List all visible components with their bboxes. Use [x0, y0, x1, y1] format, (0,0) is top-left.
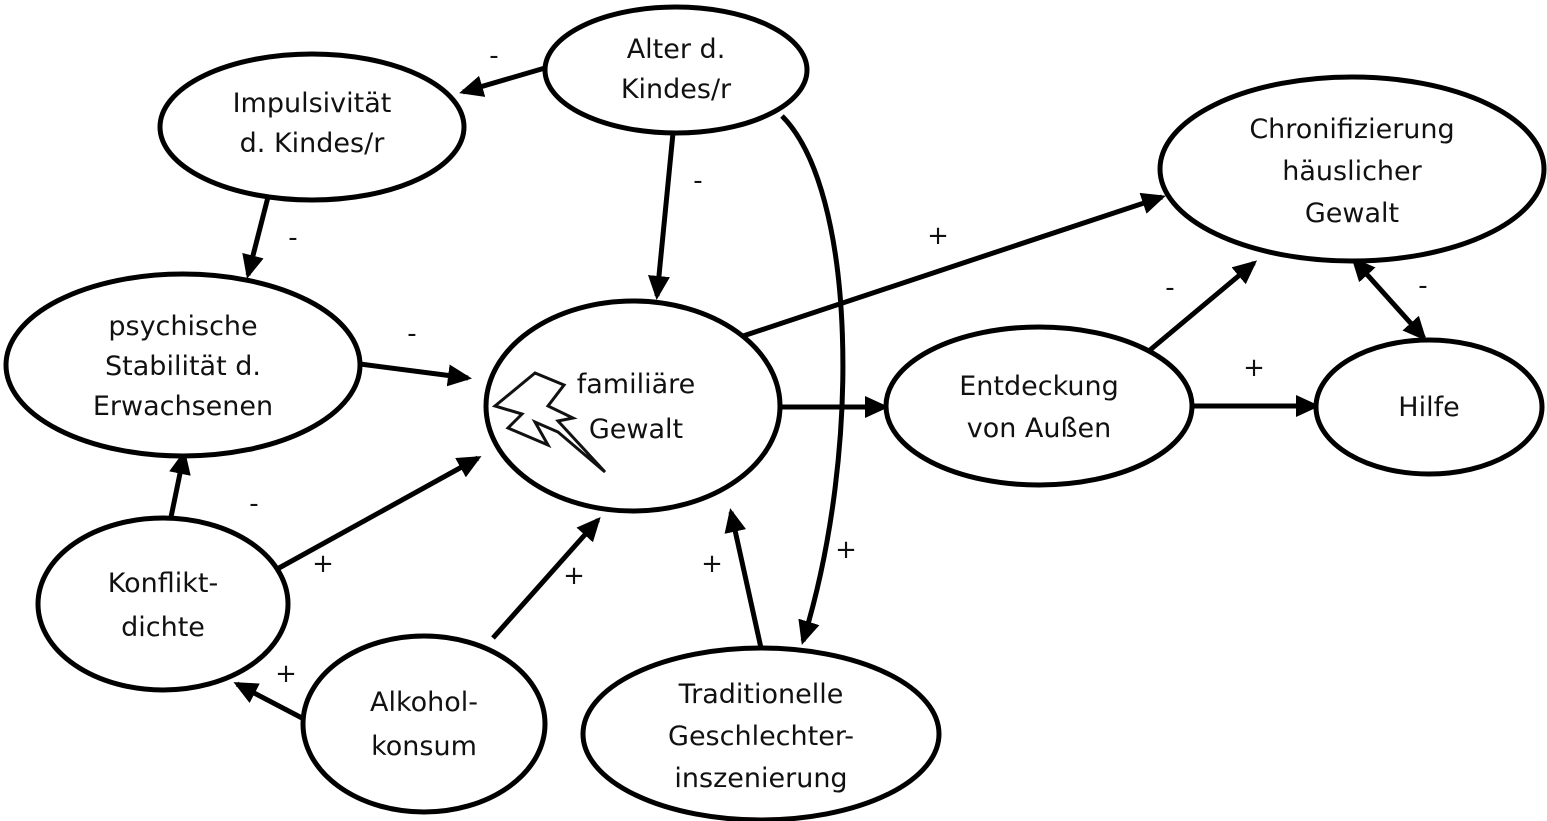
edge-sign: + [312, 549, 334, 579]
edge-sign: - [249, 489, 258, 519]
edge-sign: + [275, 659, 297, 689]
edge-sign: + [1243, 353, 1265, 383]
node-label: Kindes/r [621, 74, 732, 105]
edge-impuls-psych: - [242, 196, 298, 279]
edge-sign: - [693, 166, 702, 196]
edge-sign: + [701, 549, 723, 579]
node-label: dichte [121, 612, 205, 643]
node-label: familiäre [577, 369, 696, 400]
node-label: Erwachsenen [93, 391, 273, 422]
edge-psych-familiaer: - [359, 319, 472, 387]
node-alter-des-kindes: Alter d. Kindes/r [542, 4, 810, 136]
edge-konflikt-psych: - [167, 450, 259, 523]
edge-entdeckung-hilfe: + [1192, 353, 1320, 417]
node-label: Entdeckung [959, 371, 1119, 402]
edge-sign: - [407, 319, 416, 349]
node-traditionelle-geschlechterinszenierung: Traditionelle Geschlechter- inszenierung [580, 645, 942, 821]
node-alkoholkonsum: Alkohol- konsum [300, 633, 548, 815]
edge-alkohol-konflikt: + [233, 659, 304, 721]
node-label: Konflikt- [108, 568, 218, 599]
node-label: Chronifizierung [1249, 114, 1454, 145]
node-entdeckung-von-aussen: Entdeckung von Außen [883, 324, 1195, 488]
node-label: Hilfe [1398, 392, 1459, 423]
edge-alter-familiaer: - [648, 132, 703, 300]
lightning-bolt-icon [491, 371, 607, 474]
edge-chron-hilfe: - [1351, 257, 1428, 341]
node-familiaere-gewalt: familiäre Gewalt [483, 298, 783, 514]
node-label: konsum [371, 731, 477, 762]
edge-trad-familiaer: + [701, 508, 764, 649]
node-label: Impulsivität [233, 88, 392, 119]
node-label: Stabilität d. [105, 351, 261, 382]
edge-sign: - [1418, 271, 1427, 301]
edge-sign: + [927, 221, 949, 251]
edge-sign: - [1165, 273, 1174, 303]
node-label: inszenierung [674, 763, 847, 794]
edge-konflikt-familiaer: + [277, 455, 482, 579]
edge-sign: - [489, 41, 498, 71]
edge-alkohol-familiaer: + [491, 517, 601, 640]
nodes: Alter d. Kindes/r Impulsivität d. Kindes… [3, 4, 1547, 821]
node-impulsivitaet: Impulsivität d. Kindes/r [157, 51, 467, 203]
edge-sign: + [563, 561, 585, 591]
edge-sign: - [288, 223, 297, 253]
edge-alter-impuls: - [459, 41, 546, 97]
node-label: Gewalt [1305, 198, 1399, 229]
node-label: Traditionelle [678, 679, 844, 710]
node-chronifizierung: Chronifizierung häuslicher Gewalt [1157, 74, 1547, 264]
edge-alter-trad: + [780, 114, 857, 645]
node-label: Geschlechter- [668, 721, 854, 752]
edge-familiaer-chron: + [736, 192, 1166, 341]
node-label: Alter d. [627, 34, 726, 65]
node-hilfe: Hilfe [1313, 337, 1545, 477]
edges: - - + - - - + [167, 41, 1428, 721]
node-label: häuslicher [1282, 156, 1422, 187]
edge-sign: + [835, 535, 857, 565]
node-label: Gewalt [589, 414, 683, 445]
node-konfliktdichte: Konflikt- dichte [35, 515, 291, 693]
edge-entdeckung-chron: - [1148, 260, 1258, 352]
node-label: d. Kindes/r [240, 128, 386, 159]
node-label: Alkohol- [370, 687, 478, 718]
node-psychische-stabilitaet: psychische Stabilität d. Erwachsenen [3, 271, 363, 459]
node-label: von Außen [967, 413, 1112, 444]
node-label: psychische [108, 311, 257, 342]
